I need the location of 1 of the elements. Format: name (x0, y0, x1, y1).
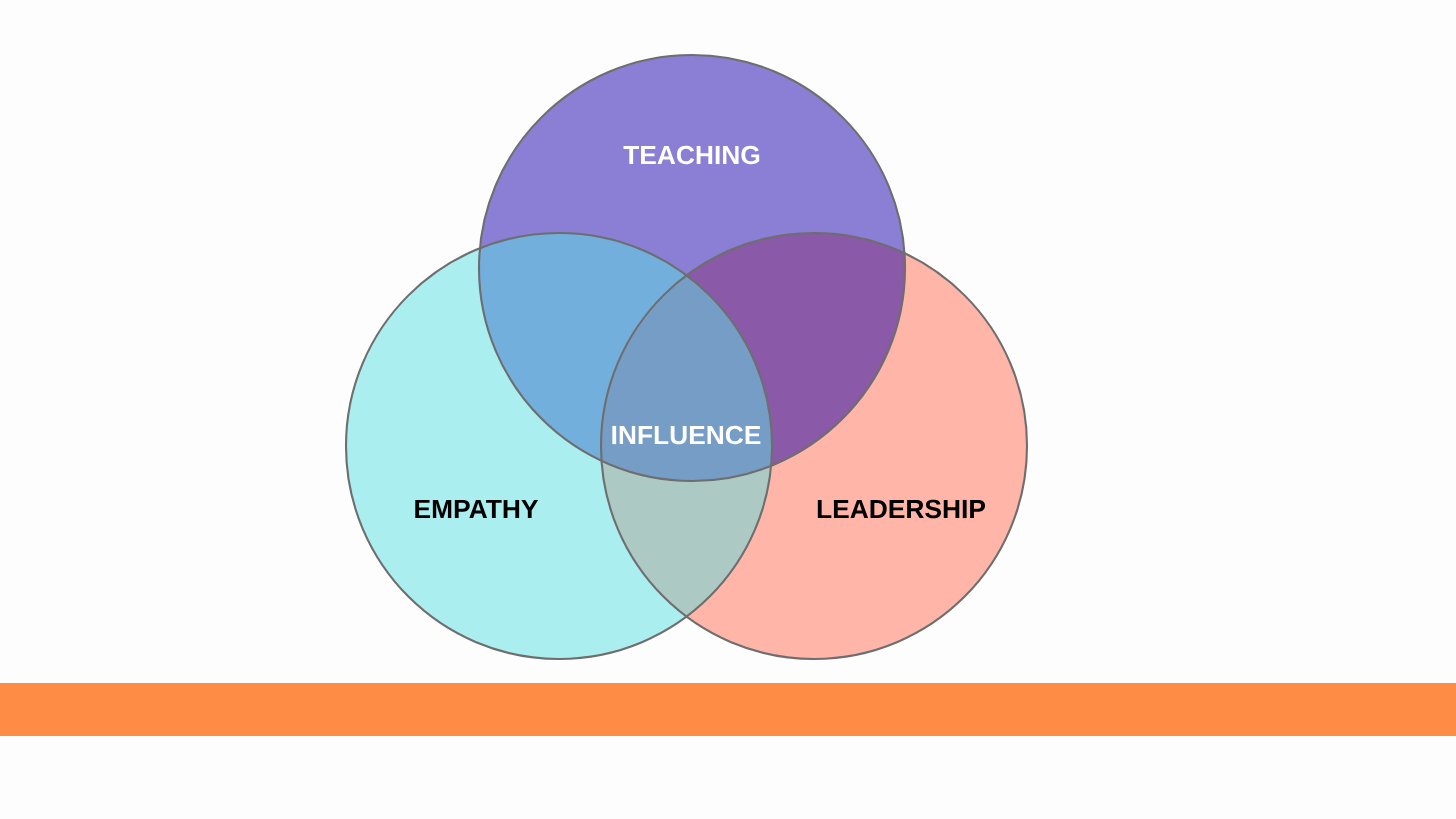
overlap-label: INFLUENCE (612, 425, 761, 445)
